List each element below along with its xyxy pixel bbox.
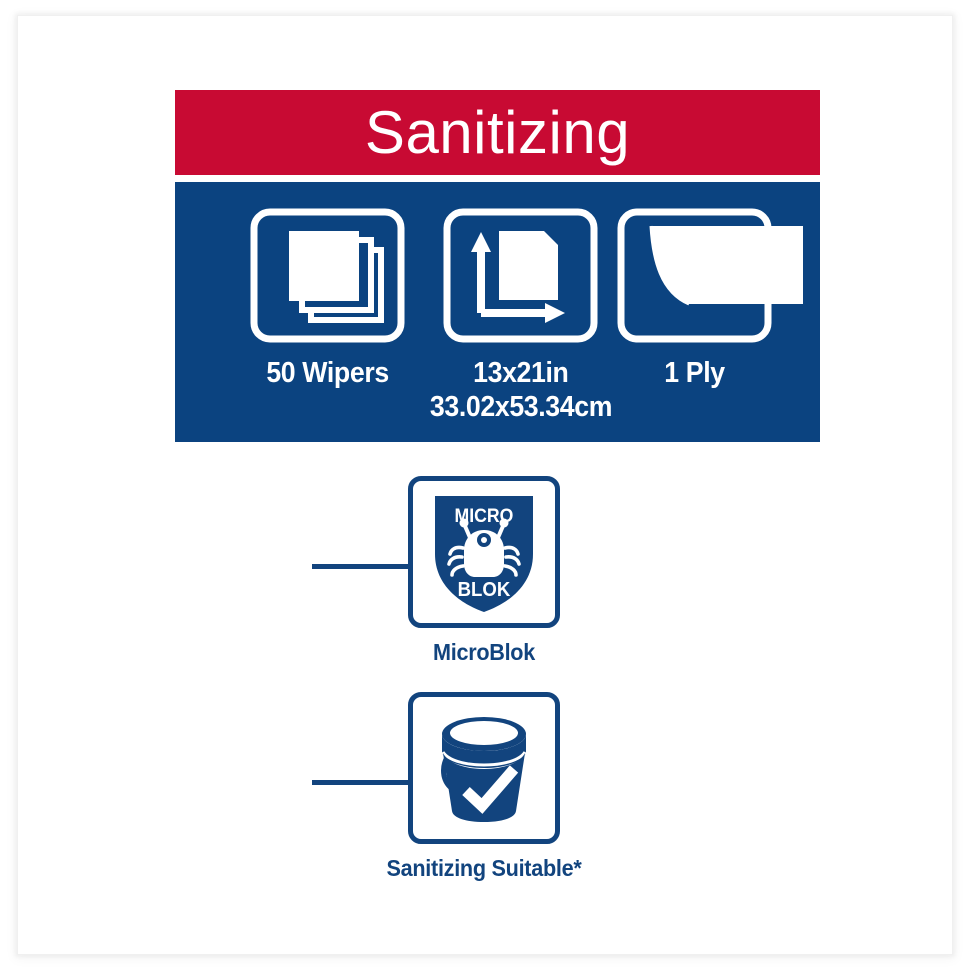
infographic-canvas: Sanitizing bbox=[18, 16, 952, 954]
sanitizing-badge-box[interactable] bbox=[408, 692, 560, 844]
microblok-shield-icon: MICRO bbox=[435, 496, 533, 612]
feature-label-microblok: MicroBlok bbox=[433, 639, 535, 665]
spec-label-wipers: 50 Wipers bbox=[266, 357, 390, 389]
connector-line bbox=[312, 564, 413, 569]
spec-label-dimensions-in: 13x21in bbox=[473, 357, 569, 389]
sanitizing-bucket-icon bbox=[441, 717, 527, 822]
microblok-badge-box[interactable]: MICRO bbox=[408, 476, 560, 628]
feature-label-sanitizing: Sanitizing Suitable* bbox=[386, 855, 582, 881]
spec-label-ply: 1 Ply bbox=[663, 357, 725, 389]
spec-icon-row: 50 Wipers bbox=[175, 208, 820, 424]
spec-block: Sanitizing bbox=[175, 90, 820, 443]
spec-label-dimensions-cm: 33.02x53.34cm bbox=[429, 391, 613, 424]
sheet-dimensions-icon bbox=[443, 208, 598, 343]
svg-text:MICRO: MICRO bbox=[455, 504, 514, 526]
spec-item-wipers: 50 Wipers bbox=[233, 208, 423, 390]
banner-title: Sanitizing bbox=[364, 98, 631, 166]
spec-item-dimensions: 13x21in 33.02x53.34cm bbox=[423, 208, 619, 424]
banner: Sanitizing bbox=[175, 90, 820, 175]
svg-text:BLOK: BLOK bbox=[458, 579, 511, 601]
spec-panel: 50 Wipers bbox=[175, 182, 820, 443]
single-ply-sheet-icon bbox=[617, 208, 803, 343]
connector-line bbox=[312, 780, 413, 785]
spec-item-ply: 1 Ply bbox=[617, 208, 820, 390]
stacked-sheets-icon bbox=[250, 208, 405, 343]
